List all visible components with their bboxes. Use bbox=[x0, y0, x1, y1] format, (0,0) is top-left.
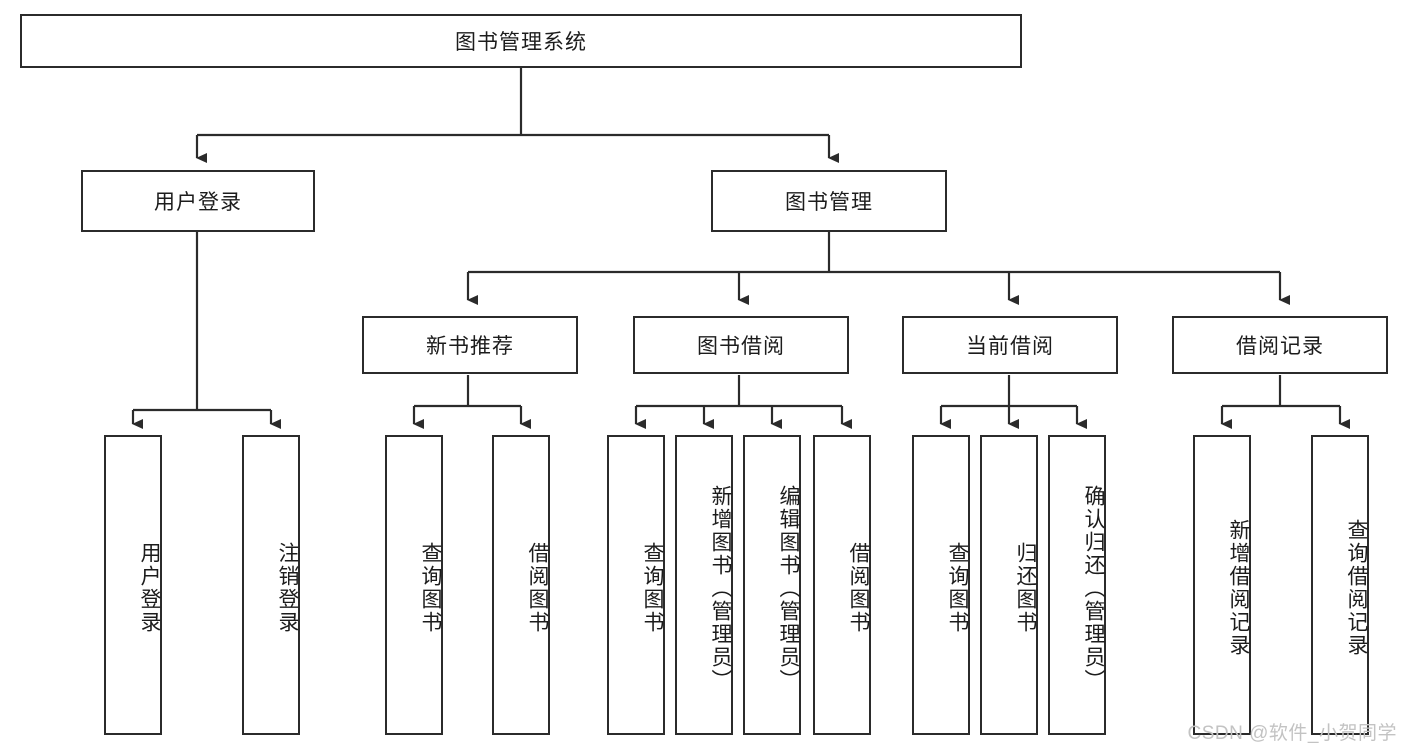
node-current-borrow[interactable]: 当前借阅 bbox=[902, 316, 1118, 374]
node-leaf-return-book-label: 归还图书 bbox=[1014, 542, 1037, 634]
node-user-login-label: 用户登录 bbox=[154, 191, 242, 214]
node-leaf-add-record[interactable]: 新增借阅记录 bbox=[1193, 435, 1251, 735]
node-leaf-edit-book[interactable]: 编辑图书（管理员） bbox=[743, 435, 801, 735]
node-leaf-query-book-2-label: 查询图书 bbox=[641, 542, 664, 634]
node-leaf-borrow-book-1-label: 借阅图书 bbox=[526, 542, 549, 634]
node-book-borrow[interactable]: 图书借阅 bbox=[633, 316, 849, 374]
node-leaf-add-book[interactable]: 新增图书（管理员） bbox=[675, 435, 733, 735]
node-borrow-record[interactable]: 借阅记录 bbox=[1172, 316, 1388, 374]
node-new-book-rec[interactable]: 新书推荐 bbox=[362, 316, 578, 374]
csdn-watermark: CSDN @软件_小贺同学 bbox=[1187, 723, 1397, 744]
node-leaf-user-login[interactable]: 用户登录 bbox=[104, 435, 162, 735]
node-leaf-confirm-return-label: 确认归还（管理员） bbox=[1082, 484, 1105, 692]
node-new-book-rec-label: 新书推荐 bbox=[426, 335, 514, 358]
node-leaf-query-book-3-label: 查询图书 bbox=[946, 542, 969, 634]
node-leaf-query-book-3[interactable]: 查询图书 bbox=[912, 435, 970, 735]
node-leaf-user-login-label: 用户登录 bbox=[138, 542, 161, 634]
node-root[interactable]: 图书管理系统 bbox=[20, 14, 1022, 68]
node-book-manage-label: 图书管理 bbox=[785, 191, 873, 214]
node-leaf-query-book-2[interactable]: 查询图书 bbox=[607, 435, 665, 735]
node-leaf-add-book-label: 新增图书（管理员） bbox=[709, 484, 732, 692]
node-book-manage[interactable]: 图书管理 bbox=[711, 170, 947, 232]
node-leaf-borrow-book-2-label: 借阅图书 bbox=[847, 542, 870, 634]
node-leaf-confirm-return[interactable]: 确认归还（管理员） bbox=[1048, 435, 1106, 735]
node-leaf-edit-book-label: 编辑图书（管理员） bbox=[777, 484, 800, 692]
node-leaf-add-record-label: 新增借阅记录 bbox=[1227, 519, 1250, 657]
node-leaf-query-record-label: 查询借阅记录 bbox=[1345, 519, 1368, 657]
node-leaf-borrow-book-1[interactable]: 借阅图书 bbox=[492, 435, 550, 735]
node-leaf-return-book[interactable]: 归还图书 bbox=[980, 435, 1038, 735]
node-leaf-logout[interactable]: 注销登录 bbox=[242, 435, 300, 735]
node-book-borrow-label: 图书借阅 bbox=[697, 335, 785, 358]
node-borrow-record-label: 借阅记录 bbox=[1236, 335, 1324, 358]
node-root-label: 图书管理系统 bbox=[455, 31, 587, 54]
node-leaf-query-book-1-label: 查询图书 bbox=[419, 542, 442, 634]
node-leaf-logout-label: 注销登录 bbox=[276, 542, 299, 634]
node-user-login[interactable]: 用户登录 bbox=[81, 170, 315, 232]
node-leaf-query-book-1[interactable]: 查询图书 bbox=[385, 435, 443, 735]
node-current-borrow-label: 当前借阅 bbox=[966, 335, 1054, 358]
node-leaf-borrow-book-2[interactable]: 借阅图书 bbox=[813, 435, 871, 735]
node-leaf-query-record[interactable]: 查询借阅记录 bbox=[1311, 435, 1369, 735]
